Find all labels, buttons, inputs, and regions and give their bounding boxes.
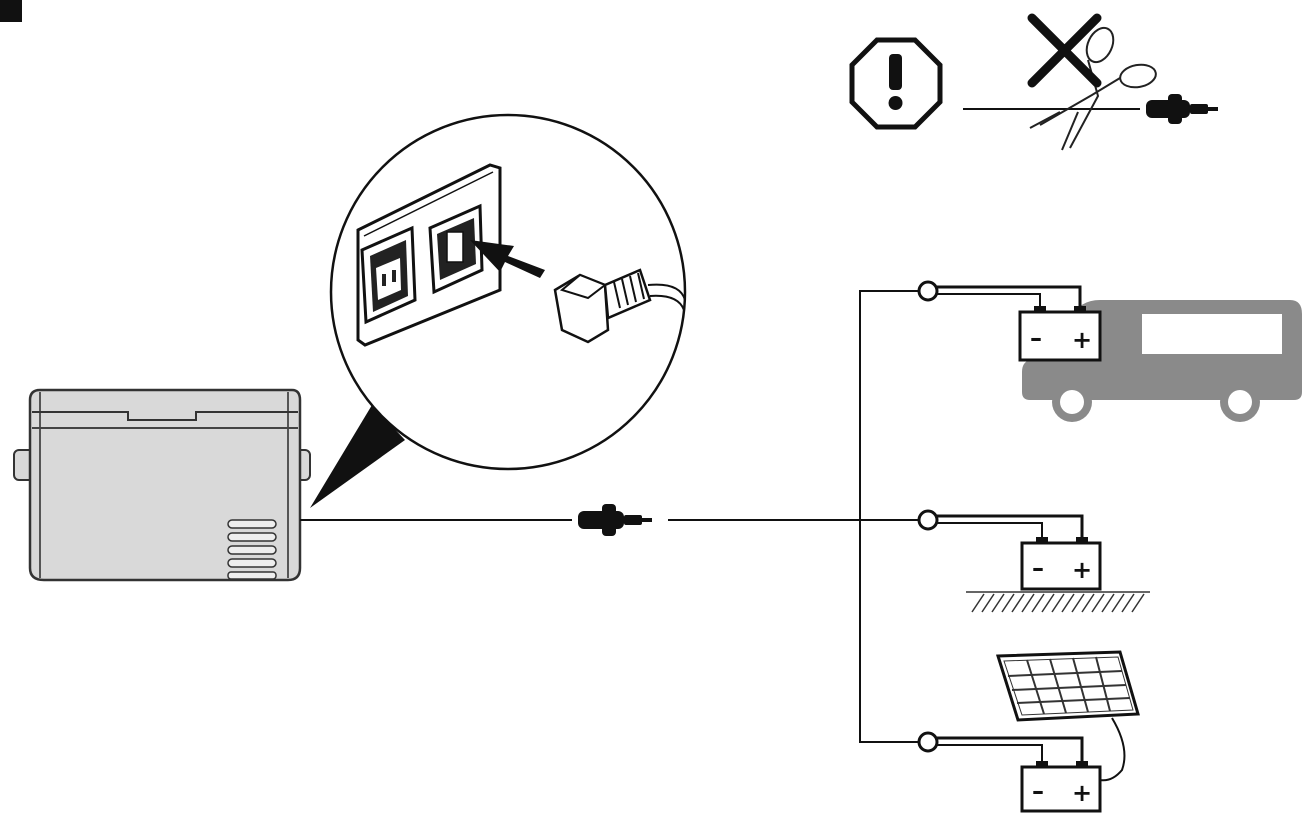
terminal-connector <box>917 731 939 753</box>
battery-negative-label: – <box>1032 554 1044 582</box>
solar-battery-source: – + <box>917 650 1140 813</box>
exclamation-octagon-icon <box>849 37 943 130</box>
warning-do-not-cut <box>849 13 1218 151</box>
angled-dc-plug[interactable] <box>553 268 686 344</box>
terminal-connector <box>917 280 939 302</box>
cooler-lid <box>32 411 298 421</box>
battery-positive-label: + <box>1072 326 1092 354</box>
vehicle-battery-source: – + <box>917 280 1302 422</box>
dc-socket[interactable] <box>428 203 484 295</box>
cooler-box <box>13 388 311 582</box>
stationary-battery-source: – + <box>917 509 1150 613</box>
insert-arrow-icon <box>470 240 545 278</box>
figure-marker-icon <box>0 0 22 22</box>
cooler-vents <box>227 519 277 580</box>
battery-icon: – + <box>1020 537 1102 591</box>
terminal-connector <box>917 509 939 531</box>
solar-panel-icon <box>995 650 1140 782</box>
battery-icon: – + <box>1020 761 1102 813</box>
cigarette-plug-icon[interactable] <box>578 504 652 536</box>
battery-positive-label: + <box>1072 556 1092 584</box>
battery-negative-label: – <box>1030 324 1042 352</box>
ground-hatch <box>966 591 1150 613</box>
scissors-icon <box>1029 26 1157 151</box>
socket-detail-callout <box>329 113 687 471</box>
callout-pointer <box>310 405 405 508</box>
cigarette-plug-icon <box>1146 94 1218 124</box>
cross-icon <box>1027 13 1102 88</box>
battery-positive-label: + <box>1072 779 1092 807</box>
dc-cable <box>300 290 922 743</box>
battery-icon: – + <box>1018 306 1102 362</box>
battery-negative-label: – <box>1032 777 1044 805</box>
ac-socket <box>360 225 417 325</box>
